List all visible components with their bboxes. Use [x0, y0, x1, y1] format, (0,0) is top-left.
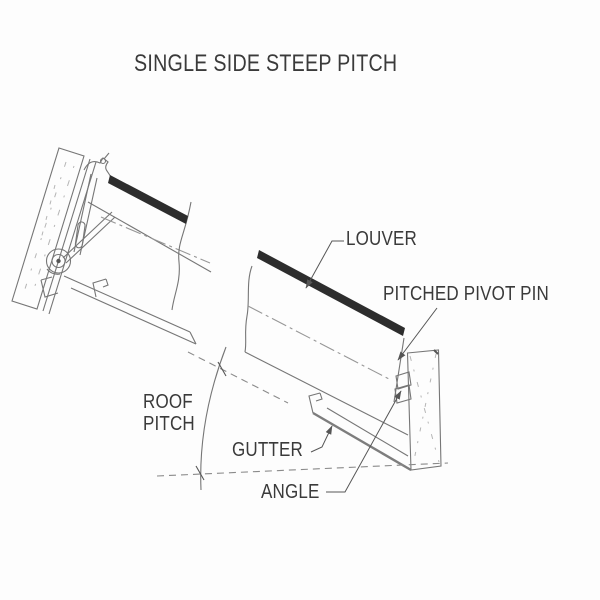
adjustment-slot: [74, 221, 86, 249]
plate-bottom-hook: [40, 276, 59, 298]
gutter-label: GUTTER: [232, 439, 303, 461]
drawing-title: SINGLE SIDE STEEP PITCH: [134, 50, 398, 77]
fascia-board: [11, 147, 85, 310]
gutter-bottom-inner: [326, 407, 409, 457]
leader-lines: [305, 240, 438, 493]
pivot-bolt-center-icon: [56, 258, 61, 264]
bracket-pin-shaft: [103, 152, 110, 160]
mounting-plate-edge: [42, 158, 91, 312]
pivot-pin-leader-line: [397, 307, 438, 361]
roof-pitch-construction: [156, 346, 449, 491]
left-gutter-hook: [92, 278, 109, 298]
pivot-washer-arc: [46, 268, 61, 275]
linkage-bar: [62, 211, 113, 259]
frame-rail-end: [189, 331, 197, 345]
pitch-reference-line: [187, 351, 289, 404]
gutter-leader-line: [310, 425, 333, 453]
linkage-bar-2: [65, 216, 116, 264]
louver-blade-right: [257, 250, 405, 336]
frame-rail-top: [87, 201, 212, 273]
frame-rail-bottom-2: [70, 287, 197, 345]
arc-tick-bottom: [195, 465, 205, 481]
center-line-left: [100, 216, 211, 264]
louver-blade-left: [108, 175, 188, 224]
pivot-pin-bracket-upper: [395, 371, 412, 390]
wood-corner-mark: [433, 349, 439, 355]
louver-leader-line: [305, 240, 344, 289]
mechanism-arm: [73, 173, 92, 253]
gutter-bottom-outer: [312, 411, 412, 472]
arc-tick-top: [217, 361, 227, 377]
gutter-hook: [308, 392, 323, 414]
pivot-bolt-outer-icon: [45, 248, 72, 274]
horizontal-reference-line: [156, 462, 449, 477]
pivot-bolt-inner-icon: [51, 253, 66, 269]
angle-leader-line: [326, 390, 402, 493]
wood-support-grain: [409, 353, 440, 466]
roof-pitch-label-line1: ROOF: [143, 391, 193, 413]
break-line-right: [244, 265, 253, 353]
angle-label: ANGLE: [261, 481, 320, 503]
frame-edge: [244, 351, 409, 436]
louver-label: LOUVER: [346, 228, 417, 250]
fascia-grain: [23, 161, 75, 299]
pitched-pivot-pin-label: PITCHED PIVOT PIN: [383, 283, 550, 305]
top-bracket: [83, 157, 112, 178]
wood-support: [406, 349, 442, 471]
break-line-left: [171, 201, 192, 311]
left-assembly: [11, 147, 212, 345]
roof-pitch-label: ROOF PITCH: [143, 391, 195, 435]
bracket-pin-icon: [99, 157, 107, 165]
right-assembly: [244, 265, 442, 472]
frame-rail-bottom: [63, 275, 191, 333]
roof-pitch-label-line2: PITCH: [143, 413, 195, 435]
